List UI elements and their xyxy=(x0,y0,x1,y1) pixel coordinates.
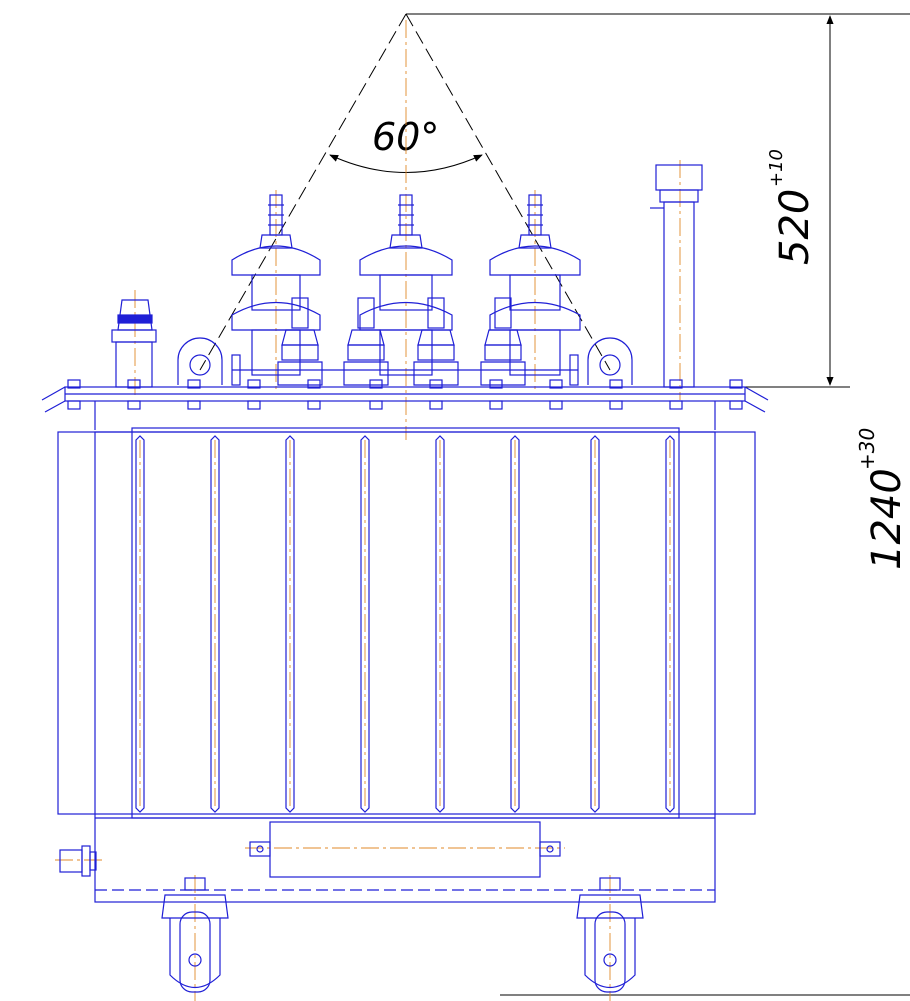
dimension-1240-value: 1240 xyxy=(864,468,910,570)
lv-bushing-2 xyxy=(343,297,389,386)
dimension-520-tolerance: +10 xyxy=(766,149,787,187)
tank-body xyxy=(57,427,756,903)
dimension-520-value: 520 xyxy=(772,189,818,265)
hv-bushing-right xyxy=(489,194,581,376)
hv-bushing-left xyxy=(231,194,321,376)
dimension-1240-tolerance: +30 xyxy=(855,428,879,470)
dimensions xyxy=(199,13,910,996)
wheel-right xyxy=(576,877,644,993)
transformer-outline xyxy=(41,164,769,993)
centerlines xyxy=(55,20,681,1001)
angle-line-left xyxy=(199,13,407,371)
radiator-fins xyxy=(135,435,675,813)
relief-tube xyxy=(650,164,703,388)
lv-bushing-3 xyxy=(413,297,459,386)
dimension-1240-label: 1240 +30 xyxy=(855,428,910,570)
lv-bushing-4 xyxy=(480,297,526,386)
dimension-520-label: 520 +10 xyxy=(766,149,818,265)
drain-valve xyxy=(59,845,97,877)
cover-bolts xyxy=(67,379,743,410)
lifting-eye-left xyxy=(177,337,223,385)
lower-cylinder xyxy=(249,821,561,878)
bushing-brackets xyxy=(231,354,579,386)
air-breather xyxy=(111,299,157,388)
hv-bushing-center xyxy=(359,194,453,376)
angle-line-right xyxy=(405,13,611,371)
tank-cover xyxy=(41,386,769,430)
wheel-left xyxy=(161,877,229,993)
lifting-eye-right xyxy=(587,337,633,385)
lv-bushing-1 xyxy=(277,297,323,386)
